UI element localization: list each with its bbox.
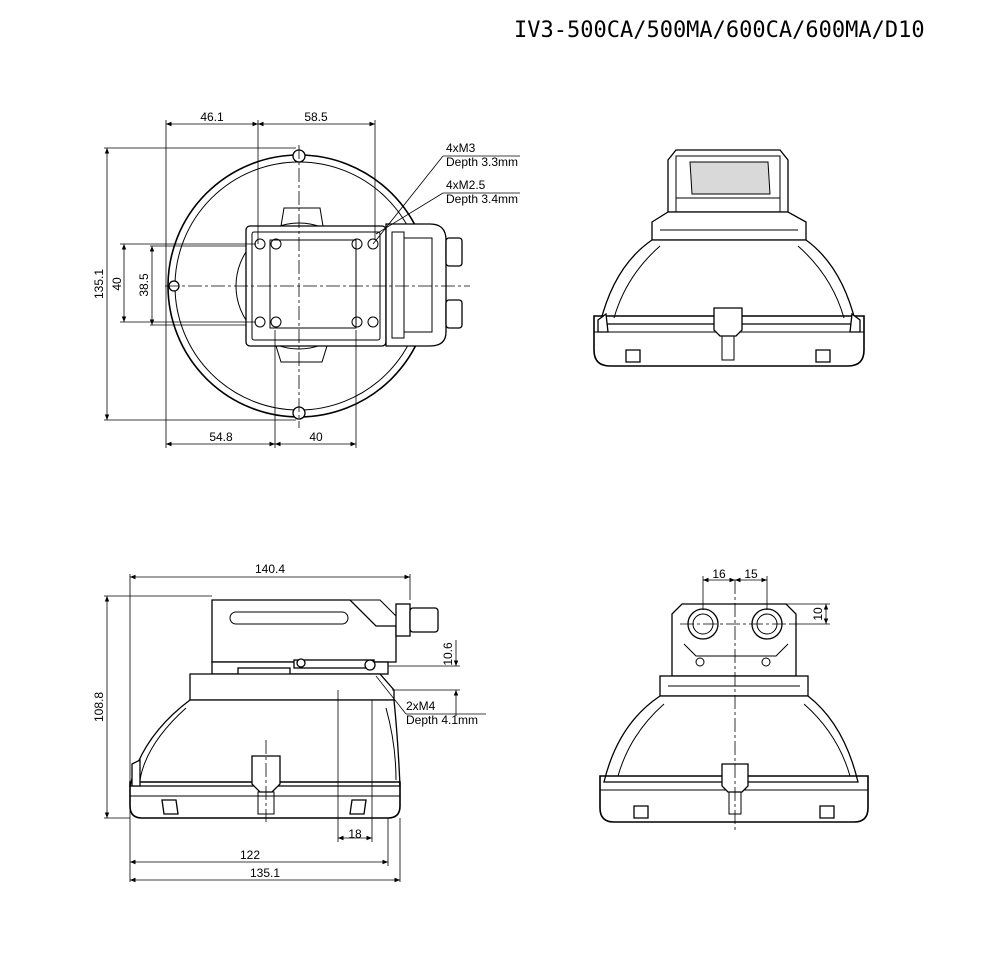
callout-m3-depth: Depth 3.3mm <box>446 155 518 169</box>
dim-140-4: 140.4 <box>255 562 285 576</box>
connector-block <box>385 223 447 347</box>
rear-view: 16 15 10 <box>599 567 869 832</box>
callout-m4-depth: Depth 4.1mm <box>406 713 478 727</box>
dim-135-1-bottom: 135.1 <box>250 866 280 880</box>
top-view: 46.1 58.5 54.8 40 135.1 40 38.5 4xM3 Dep… <box>92 110 520 448</box>
dim-122: 122 <box>240 848 260 862</box>
dome-shell-rear <box>603 695 859 783</box>
dim-135-1: 135.1 <box>92 269 106 299</box>
dim-38-5: 38.5 <box>137 273 151 297</box>
display-window <box>689 161 771 195</box>
dim-15: 15 <box>744 567 758 581</box>
dim-46-1: 46.1 <box>200 110 224 124</box>
dim-58-5: 58.5 <box>304 110 328 124</box>
dim-40-left: 40 <box>110 277 124 291</box>
dim-40-bottom: 40 <box>309 430 323 444</box>
dim-16: 16 <box>712 567 726 581</box>
connector-1 <box>445 237 463 267</box>
dim-10-6: 10.6 <box>441 642 455 666</box>
camera-body-side <box>211 599 397 663</box>
connector-side <box>409 607 439 633</box>
callout-m4: 2xM4 <box>406 699 436 713</box>
dim-18: 18 <box>348 827 362 841</box>
front-view <box>593 149 865 367</box>
bracket-top <box>280 207 324 227</box>
dim-54-8: 54.8 <box>209 430 233 444</box>
callout-m25: 4xM2.5 <box>446 178 486 192</box>
callout-m3: 4xM3 <box>446 141 476 155</box>
callout-m25-depth: Depth 3.4mm <box>446 192 518 206</box>
dim-10: 10 <box>811 607 825 621</box>
bracket-bottom <box>275 345 328 363</box>
side-view: 140.4 108.8 10.6 2xM4 Depth 4.1mm 18 122… <box>92 562 486 883</box>
connector-2 <box>445 299 463 329</box>
dim-108-8: 108.8 <box>92 692 106 722</box>
drawing-title: IV3-500CA/500MA/600CA/600MA/D10 <box>514 18 925 43</box>
